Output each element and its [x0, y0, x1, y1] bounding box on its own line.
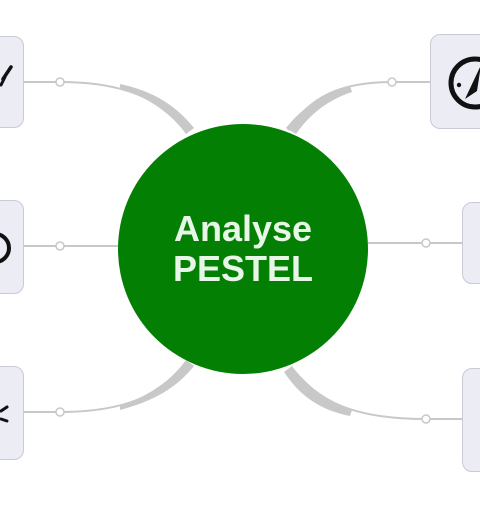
- connector-top-left-band: [120, 84, 194, 134]
- connector-bottom-right: [291, 367, 462, 420]
- connector-top-right-dot: [387, 77, 397, 87]
- partial-circle-icon: [0, 232, 11, 264]
- connector-middle-left-dot: [55, 241, 65, 251]
- node-middle-left[interactable]: [0, 200, 24, 294]
- partial-icon: [0, 65, 13, 87]
- central-title-line1: Analyse: [173, 208, 313, 249]
- node-bottom-right[interactable]: [462, 368, 480, 472]
- connector-middle-right-dot: [421, 238, 431, 248]
- node-top-right[interactable]: [430, 34, 480, 129]
- compass-icon: [448, 56, 480, 110]
- connector-bottom-left-dot: [55, 407, 65, 417]
- node-bottom-left[interactable]: [0, 366, 24, 460]
- connector-top-left-dot: [55, 77, 65, 87]
- connector-bottom-right-dot: [421, 414, 431, 424]
- node-top-left[interactable]: [0, 36, 24, 128]
- partial-icon: [0, 405, 9, 423]
- central-title-line2: PESTEL: [172, 248, 314, 289]
- connector-bottom-right-band: [284, 366, 352, 416]
- node-middle-right[interactable]: [462, 202, 480, 284]
- central-node[interactable]: Analyse PESTEL: [118, 124, 368, 374]
- connector-top-right-band: [286, 86, 352, 134]
- connector-bottom-left-band: [120, 360, 194, 410]
